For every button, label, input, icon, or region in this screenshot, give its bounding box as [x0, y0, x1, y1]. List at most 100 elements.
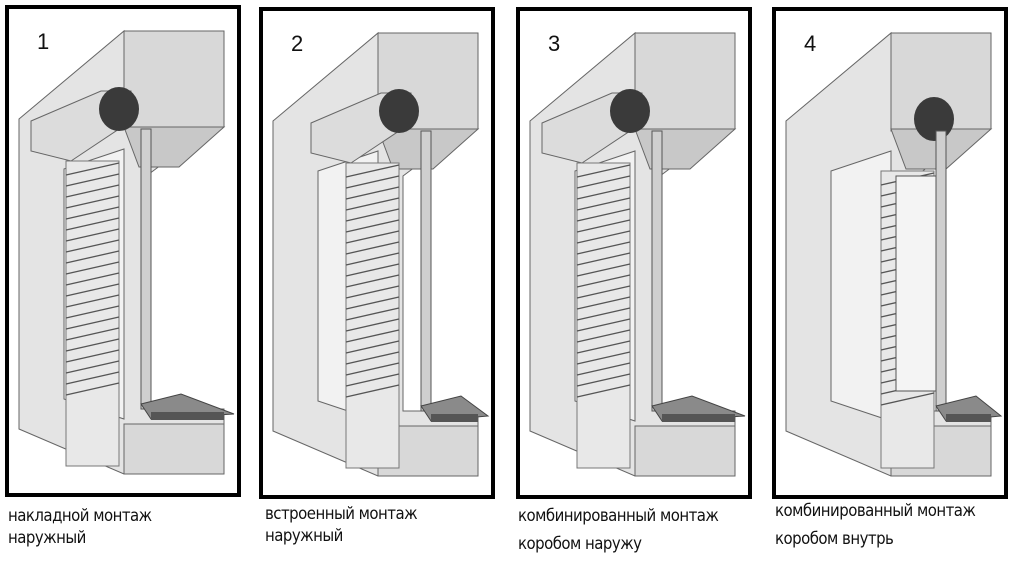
shutter-slat	[576, 175, 631, 189]
shutter-curtain	[65, 160, 120, 467]
caption-2: встроенный монтаж наружный	[265, 503, 418, 547]
shutter-slat	[345, 186, 400, 200]
shutter-slat	[576, 318, 631, 332]
panel-number: 4	[804, 31, 817, 56]
shutter-slat	[65, 195, 120, 209]
shutter-slat	[576, 340, 631, 354]
shutter-slat	[345, 219, 400, 233]
shutter-slat	[65, 316, 120, 330]
sill-block	[123, 423, 225, 475]
shutter-slat	[576, 373, 631, 387]
caption-line: коробом наружу	[518, 534, 642, 554]
lintel-block	[634, 32, 736, 130]
shutter-slat	[576, 164, 631, 178]
shutter-slat	[65, 360, 120, 374]
window-frame	[420, 130, 432, 412]
shutter-slat	[345, 307, 400, 321]
shutter-slat	[576, 263, 631, 277]
caption-line: накладной монтаж	[8, 506, 152, 526]
shutter-slat	[880, 392, 935, 406]
shutter-slat	[65, 261, 120, 275]
shutter-slat	[576, 285, 631, 299]
shutter-slat	[345, 384, 400, 398]
shutter-slat	[65, 283, 120, 297]
roller-shutter-illustration-2	[272, 31, 490, 477]
caption-line: коробом внутрь	[775, 529, 894, 549]
shutter-slat	[345, 285, 400, 299]
sill-block	[634, 425, 736, 477]
shutter-curtain	[345, 162, 400, 469]
windowsill-edge	[662, 414, 735, 422]
lintel-underside	[123, 126, 226, 168]
shutter-slat	[65, 173, 120, 187]
shutter-slat	[345, 296, 400, 310]
windowsill-edge	[946, 414, 991, 422]
shutter-slat	[345, 175, 400, 189]
shutter-slat	[65, 305, 120, 319]
roller-shutter-illustration-3	[529, 31, 746, 477]
shutter-slat	[345, 362, 400, 376]
shutter-slat	[576, 351, 631, 365]
shutter-slat	[65, 184, 120, 198]
shutter-slat	[345, 241, 400, 255]
shutter-slat	[576, 296, 631, 310]
shutter-slat	[576, 274, 631, 288]
caption-line: комбинированный монтаж	[775, 501, 976, 521]
panel-number: 2	[291, 31, 304, 56]
shutter-slat	[345, 230, 400, 244]
rolled-shutter-icon	[914, 97, 954, 141]
shutter-slat	[576, 307, 631, 321]
shutter-slat	[65, 250, 120, 264]
caption-line: наружный	[265, 526, 343, 546]
shutter-slat	[345, 340, 400, 354]
diagram-panel-2: 2	[259, 7, 495, 499]
panel-number: 1	[37, 29, 50, 54]
shutter-slat	[576, 186, 631, 200]
shutter-slat	[65, 272, 120, 286]
shutter-slat	[65, 327, 120, 341]
shutter-slat	[65, 294, 120, 308]
shutter-slat	[65, 217, 120, 231]
diagram-panel-1: 1	[5, 5, 241, 497]
shutter-slat	[576, 252, 631, 266]
roller-shutter-illustration-4	[785, 31, 1003, 477]
shutter-slat	[345, 197, 400, 211]
shutter-slat	[576, 219, 631, 233]
caption-1: накладной монтаж наружный	[8, 505, 152, 549]
caption-line: встроенный монтаж	[265, 504, 418, 524]
shutter-slat	[65, 338, 120, 352]
window-frame	[651, 130, 663, 412]
shutter-slat	[576, 329, 631, 343]
shutter-slat	[345, 252, 400, 266]
shutter-slat	[576, 241, 631, 255]
window-frame	[140, 128, 152, 410]
roller-shutter-illustration-1	[18, 29, 235, 475]
shutter-slat	[345, 329, 400, 343]
shutter-curtain	[576, 162, 631, 469]
diagram-panel-3: 3	[516, 7, 752, 499]
shutter-slat	[345, 373, 400, 387]
shutter-slat	[345, 208, 400, 222]
lintel-underside	[634, 128, 737, 170]
windowsill-edge	[431, 414, 478, 422]
panel-number: 3	[548, 31, 561, 56]
rolled-shutter-icon	[99, 87, 139, 131]
diagram-panel-4: 4	[772, 7, 1008, 499]
shutter-slat	[65, 349, 120, 363]
shutter-slat	[576, 230, 631, 244]
shutter-slat	[65, 206, 120, 220]
caption-3: комбинированный монтаж коробом наружу	[518, 505, 719, 555]
shutter-slat	[65, 239, 120, 253]
shutter-slat	[576, 208, 631, 222]
shutter-slat	[576, 384, 631, 398]
shutter-slat	[345, 263, 400, 277]
shutter-slat	[65, 162, 120, 176]
caption-line: комбинированный монтаж	[518, 506, 719, 526]
shutter-slat	[65, 382, 120, 396]
rolled-shutter-icon	[379, 89, 419, 133]
caption-4: комбинированный монтаж коробом внутрь	[775, 500, 976, 550]
window-frame	[935, 130, 947, 412]
shutter-slat	[65, 371, 120, 385]
windowsill-edge	[151, 412, 224, 420]
shutter-slat	[576, 362, 631, 376]
